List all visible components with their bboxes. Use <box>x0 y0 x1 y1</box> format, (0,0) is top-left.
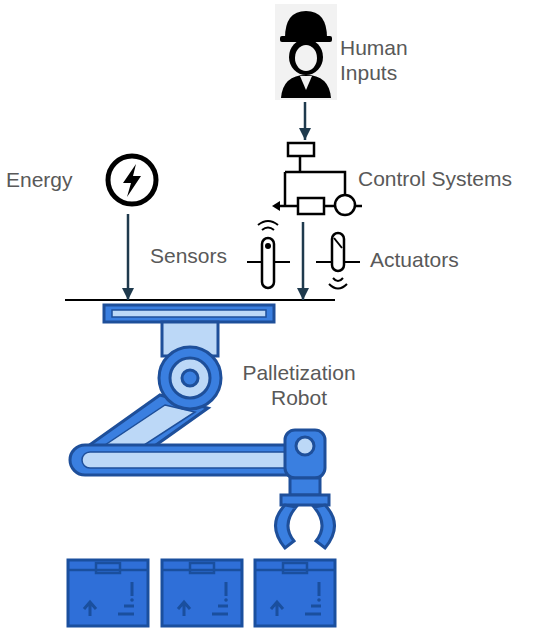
shoulders-icon <box>281 75 331 98</box>
actuator-waves <box>329 278 347 289</box>
actuator-symbol <box>332 233 344 271</box>
icon-node: Human Inputs <box>272 2 422 102</box>
control-node <box>335 195 355 215</box>
node-label: Control Systems <box>358 166 528 191</box>
head-icon <box>289 39 323 75</box>
control-wire <box>284 172 287 206</box>
robot-wrist <box>285 430 325 478</box>
flow-arrow <box>304 102 307 140</box>
node-label: Energy <box>6 167 86 192</box>
icon-node: Energy <box>4 150 164 214</box>
helmet-icon <box>285 11 327 38</box>
control-wire <box>278 205 362 208</box>
palletization-robot <box>70 305 335 548</box>
sensor-dot <box>265 243 271 249</box>
face-icon <box>295 45 317 71</box>
control-system-icon <box>278 143 362 215</box>
robot-joint-inner <box>170 358 210 398</box>
robot-base <box>104 305 274 322</box>
control-block <box>288 143 314 156</box>
part-label: Sensors <box>150 243 227 268</box>
sensor-waves <box>258 221 278 230</box>
flow-arrow <box>127 214 130 300</box>
node-label: Human Inputs <box>340 35 420 85</box>
part-label: Actuators <box>370 247 459 272</box>
icon-node: Control Systems <box>272 140 530 222</box>
node-label: Palletization Robot <box>228 360 370 410</box>
control-wire <box>285 172 345 195</box>
energy-icon <box>108 156 156 204</box>
gripper-claw <box>314 505 335 548</box>
flow-arrow <box>302 222 305 300</box>
control-arrowhead <box>272 201 280 211</box>
icon-ground <box>275 4 337 100</box>
pallet-box <box>68 560 148 626</box>
actuator-mark <box>334 238 342 248</box>
sensor-symbol <box>262 238 274 288</box>
robot-wrist-joint <box>296 437 314 455</box>
control-block <box>298 198 324 214</box>
icon-node: Palletization Robot <box>62 300 372 552</box>
robot-base-inner <box>112 310 266 317</box>
control-wire <box>299 156 302 172</box>
robot-lower-arm <box>70 445 320 475</box>
robot-flange <box>290 478 320 495</box>
gripper-mount <box>281 495 329 505</box>
pallet-box <box>255 560 335 626</box>
collar-icon <box>300 76 312 90</box>
robot-joint <box>159 347 221 409</box>
robot-joint-hub <box>182 370 198 386</box>
gripper-claw <box>276 505 297 548</box>
lightning-bolt <box>123 164 141 197</box>
mount-line <box>65 299 335 301</box>
robot-lower-arm-inner <box>82 452 296 468</box>
pallet-box <box>162 560 242 626</box>
